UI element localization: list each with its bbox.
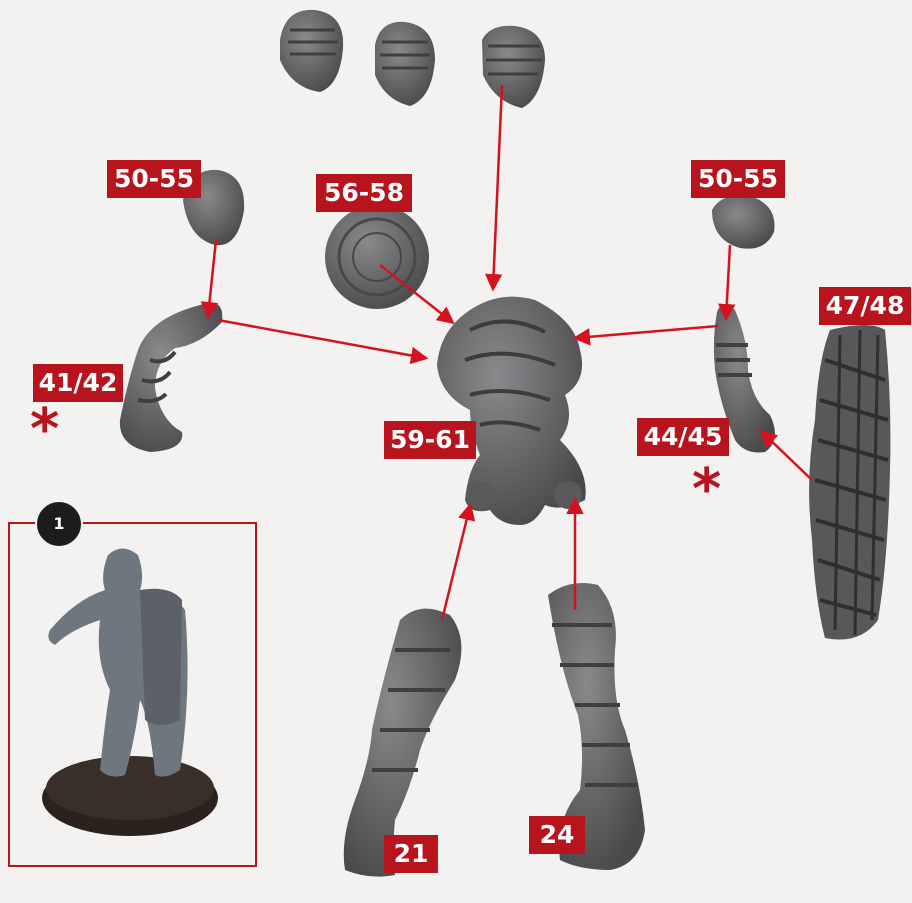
optional-part-marker-right: *: [692, 462, 721, 518]
shield-disc-part: [325, 205, 429, 309]
arrow-head-to-torso: [493, 85, 502, 288]
arrow-backpack-to-arm: [762, 432, 812, 480]
label-torso: 59-61: [384, 421, 476, 459]
step-number-badge: 1: [35, 500, 83, 548]
arrow-left-leg-to-torso: [442, 506, 470, 620]
head-part-2: [375, 22, 435, 106]
torso-part: [437, 297, 586, 525]
right-hand-part: [712, 195, 775, 248]
optional-part-marker-left: *: [30, 402, 59, 458]
head-part-1: [280, 10, 343, 92]
assembled-preview-frame: [8, 522, 257, 867]
backpack-part: [809, 325, 890, 640]
label-right-leg: 24: [529, 816, 585, 854]
left-arm-part: [120, 303, 222, 452]
label-left-hand: 50-55: [107, 160, 201, 198]
label-right-hand: 50-55: [691, 160, 785, 198]
arrow-right-arm-to-torso: [576, 326, 718, 338]
head-part-3: [482, 26, 545, 108]
label-backpack: 47/48: [819, 287, 911, 325]
label-right-arm: 44/45: [637, 418, 729, 456]
arrow-left-arm-to-torso: [218, 320, 425, 358]
label-left-leg: 21: [384, 835, 438, 873]
label-shield: 56-58: [316, 174, 412, 212]
